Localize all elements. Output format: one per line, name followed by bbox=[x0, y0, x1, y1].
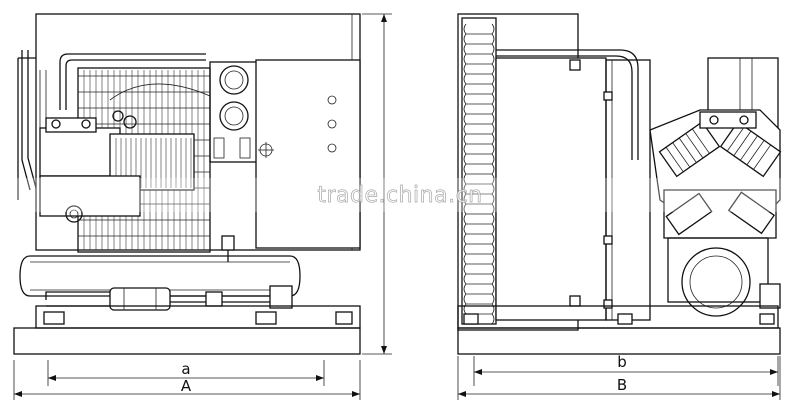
front-compressor bbox=[39, 110, 195, 223]
side-view: b B bbox=[457, 13, 782, 400]
watermark-text: trade.china.cn bbox=[317, 183, 482, 208]
service-valve bbox=[269, 285, 293, 309]
front-dimensions: a A bbox=[13, 13, 392, 400]
front-liquid-line bbox=[45, 235, 293, 311]
sight-glass bbox=[205, 291, 223, 307]
side-top-pipe bbox=[496, 49, 639, 160]
dimension-A-label: A bbox=[181, 377, 192, 395]
front-top-pipe bbox=[59, 53, 206, 110]
front-gauge-panel bbox=[209, 61, 259, 163]
side-dimensions: b B bbox=[457, 353, 781, 400]
motor-housing bbox=[681, 247, 751, 317]
filter-drier bbox=[109, 287, 171, 311]
front-receiver-tank bbox=[19, 255, 301, 297]
side-base bbox=[457, 305, 781, 355]
pressure-gauge-icon bbox=[219, 101, 249, 131]
front-view: a A bbox=[13, 13, 392, 400]
dimension-b-label: b bbox=[617, 353, 627, 371]
dimension-B-label: B bbox=[617, 376, 627, 394]
side-compressor bbox=[649, 109, 782, 317]
side-service-valve bbox=[759, 283, 781, 309]
watermark: trade.china.cn bbox=[0, 178, 800, 212]
front-electrical-box bbox=[255, 59, 361, 249]
front-base bbox=[13, 305, 361, 355]
dimension-a-label: a bbox=[181, 360, 190, 378]
front-fan-arc bbox=[109, 83, 211, 101]
pressure-gauge-icon bbox=[219, 65, 249, 95]
side-condenser-coil bbox=[457, 13, 607, 331]
front-left-piping bbox=[21, 50, 47, 191]
valve-icon bbox=[221, 235, 235, 251]
